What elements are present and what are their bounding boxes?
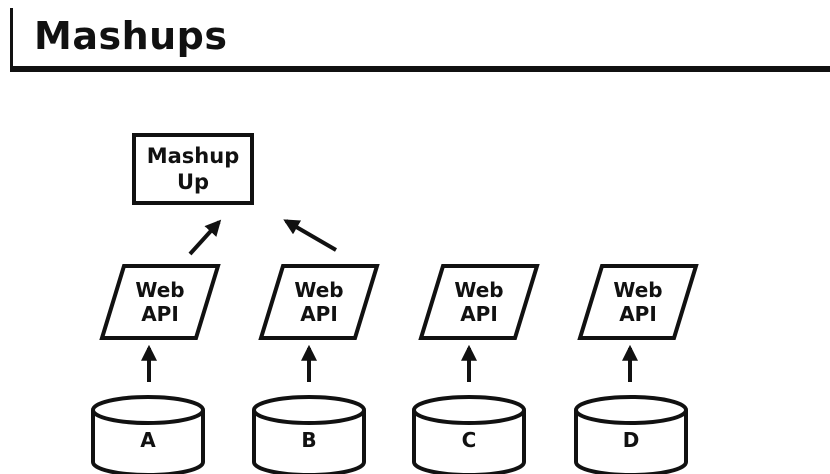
web-api-3-line2: API (460, 302, 498, 326)
web-api-4-line1: Web (613, 278, 662, 302)
mashup-box-label-line1: Mashup (147, 144, 240, 168)
database-cylinder-d: D (574, 395, 688, 474)
web-api-box-4: Web API (577, 264, 699, 340)
mashup-box: Mashup Up (132, 133, 254, 205)
database-cylinder-c: C (412, 395, 526, 474)
database-cylinder-b: B (252, 395, 366, 474)
title-underline-rule (10, 66, 830, 72)
database-label-c: C (462, 428, 477, 452)
web-api-box-2: Web API (258, 264, 380, 340)
database-label-a: A (140, 428, 156, 452)
slide-title: Mashups (34, 14, 228, 58)
web-api-4-line2: API (619, 302, 657, 326)
arrow-api-b-to-mashup (283, 219, 338, 252)
web-api-2-line1: Web (294, 278, 343, 302)
web-api-box-1: Web API (99, 264, 221, 340)
database-cylinder-a: A (91, 395, 205, 474)
web-api-3-line1: Web (454, 278, 503, 302)
mashup-box-label-line2: Up (177, 170, 209, 194)
web-api-2-line2: API (300, 302, 338, 326)
database-label-b: B (301, 428, 316, 452)
database-label-d: D (623, 428, 640, 452)
web-api-1-line1: Web (135, 278, 184, 302)
title-left-rule (10, 8, 13, 66)
web-api-1-line2: API (141, 302, 179, 326)
arrow-api-a-to-mashup (188, 219, 222, 256)
web-api-box-3: Web API (418, 264, 540, 340)
